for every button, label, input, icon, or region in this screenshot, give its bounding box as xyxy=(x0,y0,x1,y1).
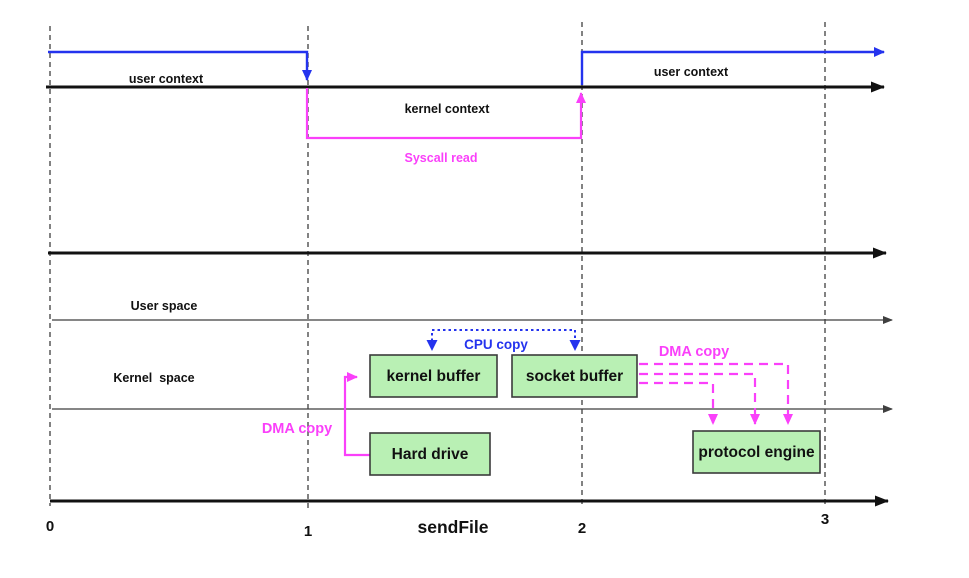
hard-drive-box: Hard drive xyxy=(369,432,491,476)
socket-buffer-label: socket buffer xyxy=(526,368,623,385)
tick-label-0: 0 xyxy=(46,518,54,535)
protocol-engine-label: protocol engine xyxy=(698,444,815,461)
kernel-buffer-label: kernel buffer xyxy=(387,368,481,385)
syscall-read-label: Syscall read xyxy=(405,151,478,165)
syscall-read-line xyxy=(305,88,586,140)
dma-copy-disk-arrow xyxy=(343,372,371,457)
dma-copy-net-label: DMA copy xyxy=(659,344,729,360)
user-context-left-label: user context xyxy=(129,72,204,86)
socket-buffer-box: socket buffer xyxy=(511,354,638,398)
user-space-label: User space xyxy=(131,299,198,313)
hard-drive-label: Hard drive xyxy=(392,446,469,463)
kernel-space-label: Kernel space xyxy=(113,371,194,385)
cpu-copy-arrow xyxy=(431,329,576,341)
dma-copy-net-arrow-1 xyxy=(639,362,793,425)
dma-copy-disk-label: DMA copy xyxy=(262,421,332,437)
tick-label-3: 3 xyxy=(821,511,829,528)
cpu-copy-label: CPU copy xyxy=(464,337,528,352)
sendfile-axis-label: sendFile xyxy=(418,517,489,537)
tick-label-2: 2 xyxy=(578,520,586,537)
user-context-line-left xyxy=(48,50,312,81)
user-context-right-label: user context xyxy=(654,65,729,79)
dma-copy-net-arrow-3 xyxy=(639,381,718,425)
cpu-copy-arrowhead-left-icon xyxy=(426,340,438,351)
cpu-copy-arrowhead-right-icon xyxy=(569,340,581,351)
kernel-context-label: kernel context xyxy=(405,102,491,116)
dma-copy-net-arrow-2 xyxy=(639,372,760,425)
tick-label-1: 1 xyxy=(304,523,312,540)
kernel-buffer-box: kernel buffer xyxy=(369,354,498,398)
protocol-engine-box: protocol engine xyxy=(692,430,821,474)
user-context-line-right xyxy=(580,47,885,85)
